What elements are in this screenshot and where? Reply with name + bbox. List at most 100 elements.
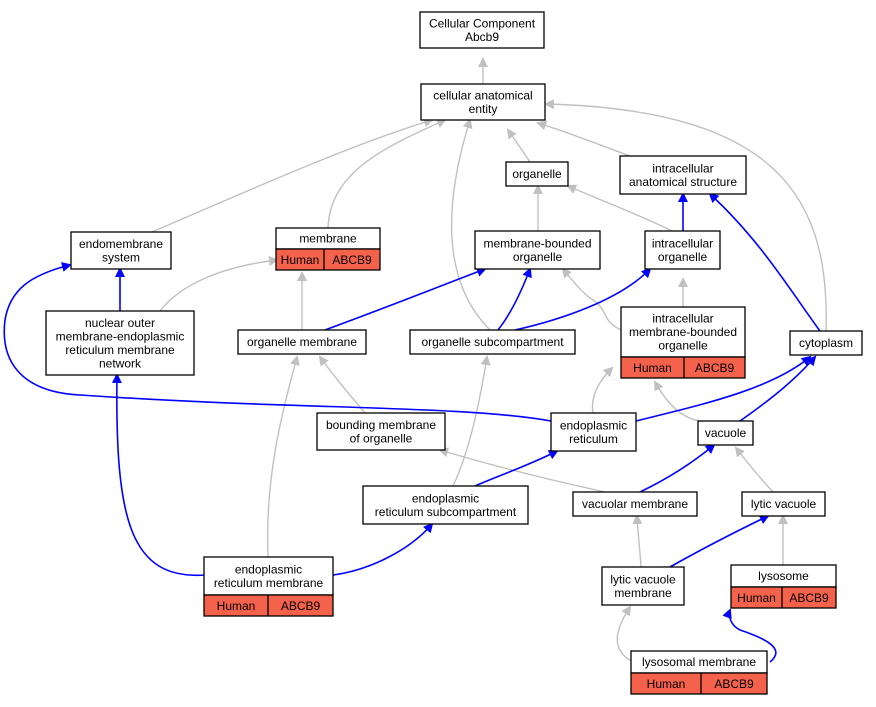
edge-layer	[3, 57, 827, 663]
node-imbo[interactable]: intracellularmembrane-boundedorganelleHu…	[620, 306, 746, 379]
node-cytoplasm[interactable]: cytoplasm	[789, 330, 863, 356]
node-orgmem[interactable]: organelle membrane	[237, 329, 367, 355]
node-label: reticulum membrane	[214, 576, 324, 590]
node-label: reticulum subcompartment	[375, 505, 517, 519]
edge-er-to-cytoplasm	[635, 355, 812, 422]
edge-er-to-imbo	[591, 366, 614, 414]
node-label: membrane	[299, 232, 357, 246]
node-lytvac[interactable]: lytic vacuole	[741, 491, 826, 517]
edge-orgmem-to-mbo	[324, 267, 487, 331]
annotation-box	[730, 586, 837, 609]
node-box	[409, 329, 576, 355]
node-label: organelle subcompartment	[421, 335, 564, 349]
edge-cytoplasm-to-ias	[708, 192, 821, 332]
node-label: membrane	[614, 586, 672, 600]
edge-ermem-to-orgmem	[266, 355, 300, 558]
node-label: endomembrane	[79, 237, 163, 251]
node-label: entity	[469, 102, 498, 116]
node-box	[619, 155, 747, 195]
node-vacuole[interactable]: vacuole	[697, 420, 754, 446]
node-noer[interactable]: nuclear outermembrane-endoplasmicreticul…	[45, 310, 195, 376]
annotation-species: Human	[217, 599, 256, 613]
edge-orgsub-to-io	[514, 267, 652, 331]
node-label: reticulum	[569, 432, 618, 446]
node-box	[789, 330, 863, 356]
edge-io-to-organelle	[566, 184, 673, 232]
node-box	[741, 491, 826, 517]
node-orgsub[interactable]: organelle subcompartment	[409, 329, 576, 355]
node-organelle[interactable]: organelle	[505, 161, 569, 187]
node-label: organelle	[513, 250, 563, 264]
node-label: vacuole	[705, 426, 747, 440]
node-label: system	[102, 250, 140, 264]
node-label: cytoplasm	[799, 336, 853, 350]
node-box	[505, 161, 569, 187]
annotation-gene: ABCB9	[789, 591, 829, 605]
node-vacmem[interactable]: vacuolar membrane	[572, 491, 698, 517]
node-box	[316, 412, 446, 451]
annotation-species: Human	[647, 677, 686, 691]
edge-lytvac-to-vacuole	[734, 446, 774, 493]
node-label: membrane-endoplasmic	[56, 329, 185, 343]
node-label: endoplasmic	[560, 418, 627, 432]
node-label: anatomical structure	[629, 175, 737, 189]
edge-endomembrane-to-cae	[151, 117, 434, 233]
edge-orgsub-to-cae	[450, 118, 491, 331]
node-label: organelle	[658, 339, 708, 353]
node-label: bounding membrane	[326, 418, 436, 432]
edge-cytoplasm-to-cae	[544, 99, 827, 332]
node-label: nuclear outer	[85, 316, 155, 330]
annotation-box	[620, 356, 746, 379]
edge-lysmem-to-lvm	[616, 605, 634, 663]
node-label: network	[99, 356, 142, 370]
node-label: organelle membrane	[247, 335, 357, 349]
edge-ersub-to-orgsub	[452, 355, 491, 487]
edge-er-to-endomembrane	[3, 262, 552, 422]
node-box	[550, 412, 637, 452]
annotation-species: Human	[281, 253, 320, 267]
edge-vacuole-to-cytoplasm	[739, 355, 817, 422]
edge-vacmem-to-vacuole	[639, 443, 716, 493]
node-label: membrane-bounded	[629, 325, 737, 339]
node-label: lytic vacuole	[610, 572, 676, 586]
node-label: Abcb9	[465, 30, 499, 44]
node-box	[420, 83, 546, 121]
edge-lvm-to-vacmem	[632, 514, 643, 568]
edge-organelle-to-cae	[506, 128, 531, 163]
node-label: endoplasmic	[412, 491, 479, 505]
annotation-species: Human	[737, 591, 776, 605]
node-box	[45, 310, 195, 376]
node-label: intracellular	[652, 312, 713, 326]
edge-bmo-to-orgmem	[318, 355, 366, 414]
node-label: membrane-bounded	[483, 236, 591, 250]
edge-membrane-to-cae	[327, 118, 447, 229]
annotation-box	[275, 248, 381, 271]
node-box	[572, 491, 698, 517]
edge-imbo-to-mbo	[561, 267, 622, 331]
node-label: intracellular	[652, 236, 713, 250]
node-box	[237, 329, 367, 355]
annotation-box	[630, 672, 768, 695]
node-label: organelle	[658, 250, 708, 264]
annotation-gene: ABCB9	[281, 599, 321, 613]
node-label: endoplasmic	[235, 562, 302, 576]
edge-ias-to-cae	[536, 120, 631, 157]
annotation-gene: ABCB9	[714, 677, 754, 691]
edge-vacuole-to-imbo	[654, 380, 701, 422]
